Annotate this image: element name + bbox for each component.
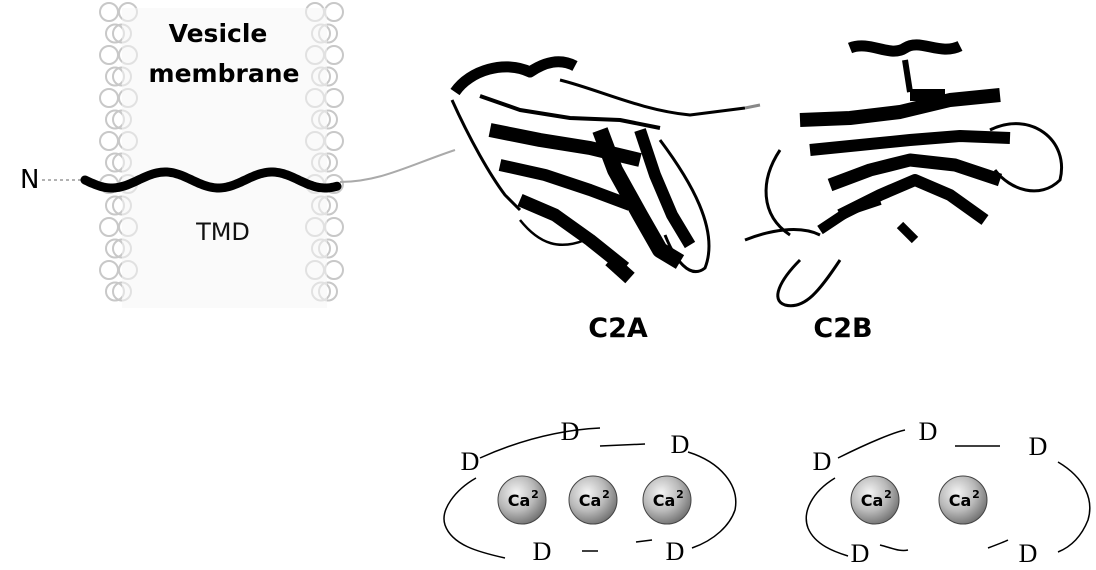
calcium-ion-charge: 2 xyxy=(531,488,539,501)
aspartate-residue: D xyxy=(919,417,938,446)
calcium-ion-charge: 2 xyxy=(676,488,684,501)
lipid-headgroup xyxy=(100,218,118,236)
calcium-ion-label: Ca xyxy=(949,491,972,510)
c2a-calcium-site: D D D D D Ca 2 Ca 2 Ca 2 xyxy=(444,417,736,566)
lipid-headgroup xyxy=(100,46,118,64)
aspartate-residue: D xyxy=(666,537,685,566)
aspartate-residue: D xyxy=(461,447,480,476)
tmd-label: TMD xyxy=(195,218,250,246)
lipid-headgroup xyxy=(100,3,118,21)
calcium-ion-charge: 2 xyxy=(602,488,610,501)
lipid-headgroup xyxy=(325,132,343,150)
aspartate-residue: D xyxy=(561,417,580,446)
c2b-calcium-site: D D D D D Ca 2 Ca 2 xyxy=(806,417,1089,568)
calcium-ion-charge: 2 xyxy=(972,488,980,501)
calcium-ion: Ca 2 xyxy=(569,476,617,524)
c2a-label: C2A xyxy=(588,313,648,344)
lipid-headgroup xyxy=(100,132,118,150)
tmd-c2a-linker xyxy=(340,150,455,182)
aspartate-residue: D xyxy=(671,430,690,459)
membrane-title-line2: membrane xyxy=(149,59,300,88)
calcium-ion-label: Ca xyxy=(653,491,676,510)
lipid-headgroup xyxy=(100,89,118,107)
lipid-headgroup xyxy=(325,89,343,107)
lipid-headgroup xyxy=(325,46,343,64)
aspartate-residue: D xyxy=(851,539,870,568)
vesicle-membrane: Vesicle membrane TMD xyxy=(100,3,343,308)
calcium-ion-label: Ca xyxy=(508,491,531,510)
calcium-ion: Ca 2 xyxy=(498,476,546,524)
membrane-title-line1: Vesicle xyxy=(169,19,268,48)
lipid-headgroup xyxy=(325,3,343,21)
aspartate-residue: D xyxy=(813,447,832,476)
calcium-ion-label: Ca xyxy=(861,491,884,510)
calcium-ion-charge: 2 xyxy=(884,488,892,501)
lipid-headgroup xyxy=(100,261,118,279)
calcium-ion: Ca 2 xyxy=(939,476,987,524)
c2a-domain-structure xyxy=(452,62,760,278)
calcium-ion-label: Ca xyxy=(579,491,602,510)
lipid-headgroup xyxy=(325,261,343,279)
lipid-headgroup xyxy=(325,218,343,236)
aspartate-residue: D xyxy=(533,537,552,566)
aspartate-residue: D xyxy=(1019,539,1038,568)
aspartate-residue: D xyxy=(1029,432,1048,461)
c2b-domain-structure xyxy=(745,45,1062,306)
membrane-interior xyxy=(122,8,327,308)
calcium-ion: Ca 2 xyxy=(643,476,691,524)
calcium-ion: Ca 2 xyxy=(851,476,899,524)
c2b-label: C2B xyxy=(813,313,872,344)
n-terminus-label: N xyxy=(20,165,39,195)
